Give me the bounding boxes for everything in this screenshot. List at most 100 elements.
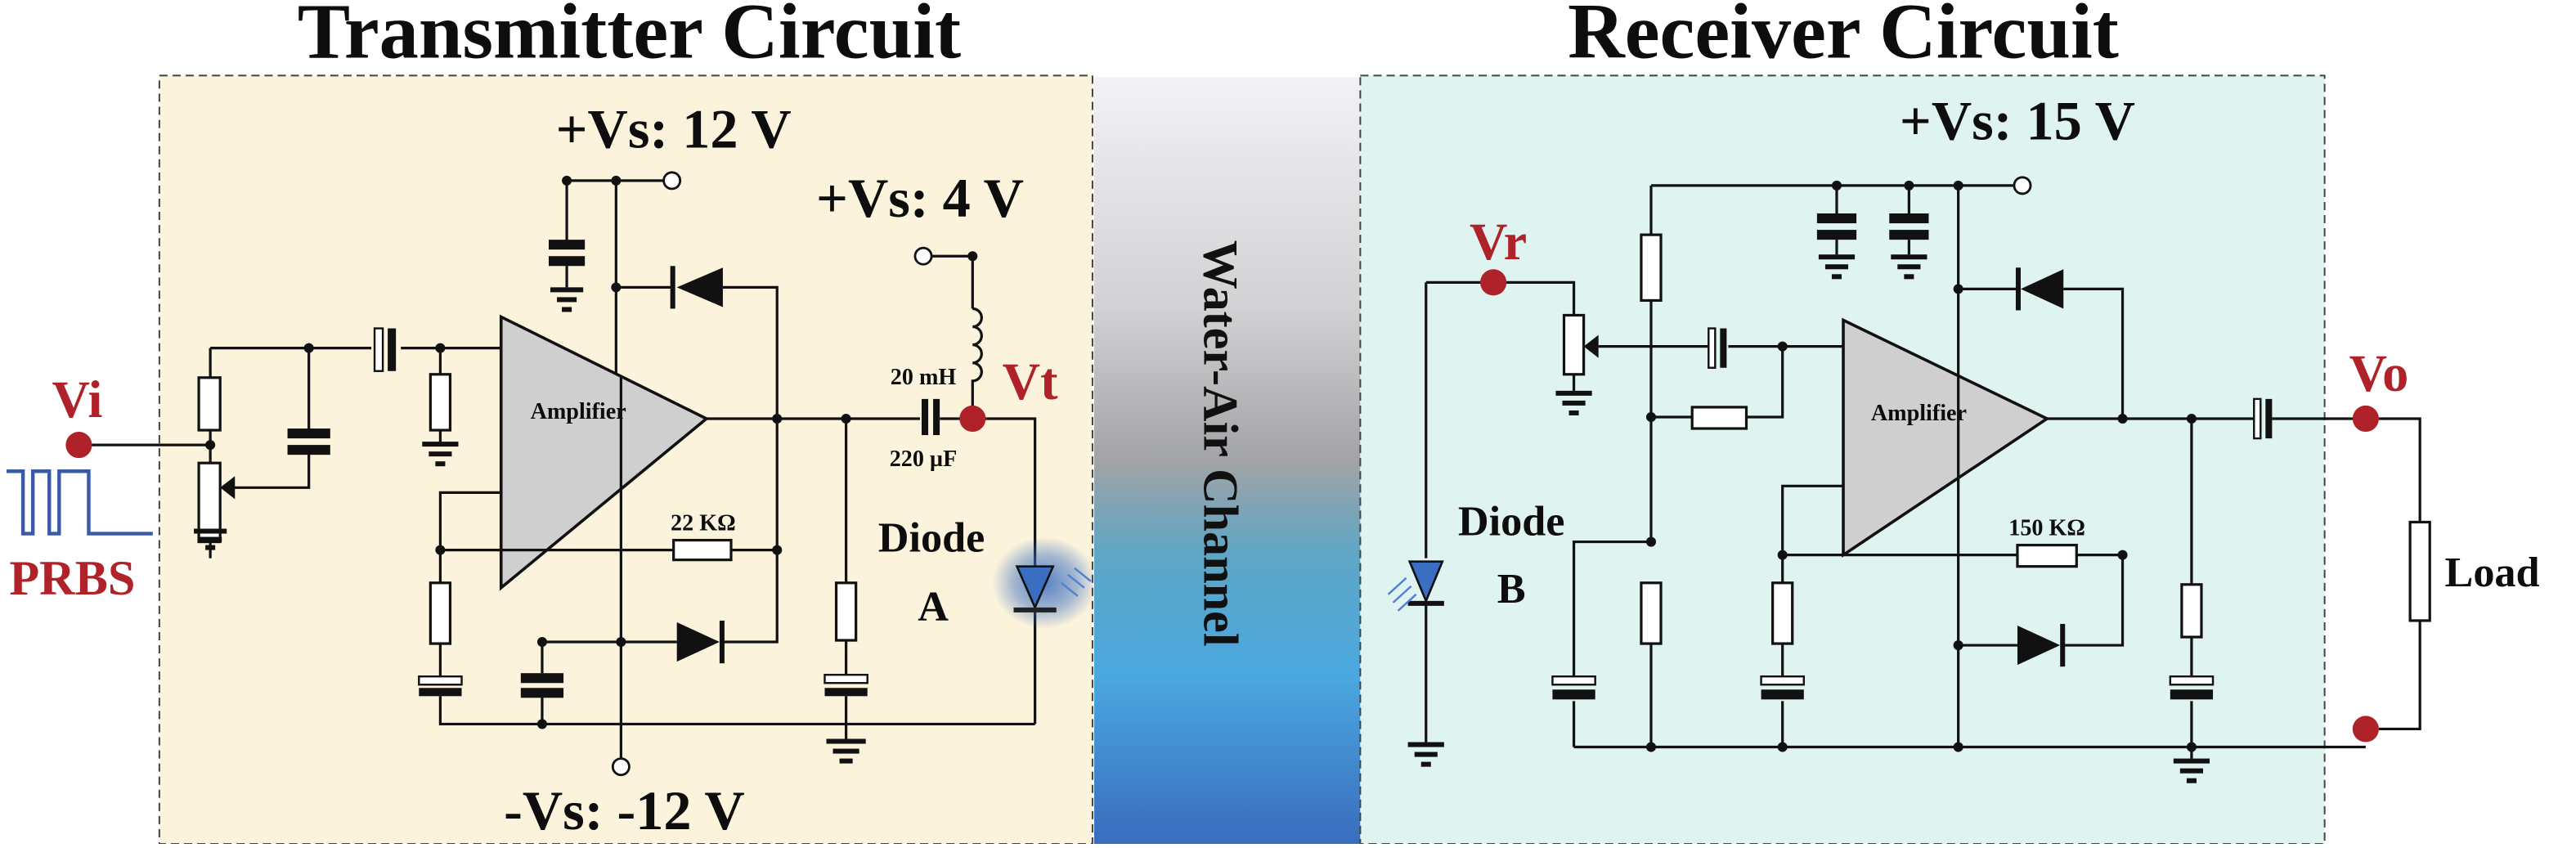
channel-label: Water-Air Channel bbox=[1193, 240, 1248, 647]
rx-filter-cap-plate bbox=[1552, 689, 1595, 700]
junction bbox=[1777, 341, 1788, 352]
ground-icon bbox=[826, 738, 866, 764]
tx-supply-led: +Vs: 4 V bbox=[816, 167, 1024, 229]
junction bbox=[772, 413, 783, 424]
tx-input-resistor bbox=[197, 376, 222, 432]
rx-amplifier-label: Amplifier bbox=[1871, 401, 1967, 426]
vr-node bbox=[1480, 269, 1507, 296]
ground-icon bbox=[194, 528, 227, 550]
ground-icon bbox=[422, 442, 459, 467]
wiper-arrow-icon bbox=[1583, 334, 1599, 358]
diode-a-letter: A bbox=[918, 583, 949, 630]
rx-decoupling-cap bbox=[1889, 230, 1929, 240]
tx-bias-resistor bbox=[429, 373, 452, 432]
tx-gain-cap-plate bbox=[418, 675, 463, 686]
ground-icon bbox=[1818, 254, 1856, 280]
wire bbox=[2378, 417, 2421, 731]
junction bbox=[2117, 413, 2128, 424]
wire bbox=[438, 491, 501, 677]
ground-icon bbox=[1407, 742, 1444, 767]
ground-icon bbox=[1891, 254, 1928, 280]
junction bbox=[1777, 742, 1788, 752]
rx-gain-cap-plate bbox=[1761, 689, 1804, 700]
wire bbox=[1650, 348, 1784, 419]
tx-decoupling-cap bbox=[548, 240, 586, 250]
rx-supply-positive: +Vs: 15 V bbox=[1900, 90, 2135, 152]
junction bbox=[536, 719, 547, 729]
rx-vplus-terminal bbox=[2013, 176, 2032, 195]
water-air-channel bbox=[1093, 77, 1361, 844]
junction bbox=[435, 545, 446, 555]
diode-a-led-icon bbox=[1015, 565, 1055, 611]
wire bbox=[1425, 280, 1576, 391]
tx-diode-top bbox=[676, 267, 723, 307]
output-cap-label: 220 µF bbox=[890, 446, 958, 472]
tx-bypass-cap bbox=[287, 445, 330, 455]
tx-amplifier bbox=[499, 314, 710, 591]
light-incident-icon bbox=[1387, 577, 1417, 612]
rx-output-resistor bbox=[2180, 583, 2203, 639]
ground-icon bbox=[550, 287, 584, 312]
light-emission-icon bbox=[1061, 567, 1092, 597]
receiver-title: Receiver Circuit bbox=[1568, 0, 2119, 74]
inductor-label: 20 mH bbox=[891, 365, 957, 390]
transmitter-title: Transmitter Circuit bbox=[298, 0, 961, 74]
vi-node bbox=[65, 432, 92, 459]
wire bbox=[1958, 287, 2125, 419]
ground-icon bbox=[2173, 758, 2210, 783]
tx-diode-bottom bbox=[676, 621, 720, 662]
load-label: Load bbox=[2444, 549, 2539, 596]
rx-diode-bottom bbox=[2017, 625, 2061, 666]
rx-diode-top bbox=[2020, 269, 2064, 309]
wire bbox=[541, 550, 779, 644]
tx-vplus-terminal bbox=[662, 171, 682, 191]
tx-input-cap-plate bbox=[388, 328, 397, 371]
rx-bias-resistor-bottom bbox=[1640, 581, 1663, 645]
junction bbox=[1953, 742, 1963, 752]
vi-label: Vi bbox=[52, 370, 102, 428]
diode-b-photodiode-icon bbox=[1407, 560, 1444, 604]
tx-supply-negative: -Vs: -12 V bbox=[504, 779, 745, 841]
diode-bar bbox=[2060, 623, 2066, 667]
wiper-arrow-icon bbox=[220, 476, 236, 500]
rx-input-cap-plate bbox=[1720, 328, 1727, 368]
rx-decoupling-cap bbox=[1889, 213, 1929, 224]
wire bbox=[1572, 540, 1651, 747]
wire bbox=[230, 348, 311, 489]
tx-vminus-cap bbox=[520, 688, 564, 698]
inductor-coil bbox=[971, 307, 983, 419]
tx-decoupling-cap bbox=[548, 256, 586, 267]
rx-output-shunt-cap-plate bbox=[2170, 689, 2214, 700]
rx-gain-cap-plate bbox=[1760, 675, 1806, 686]
tx-snubber-resistor bbox=[834, 581, 858, 642]
tx-feedback-resistor-label: 22 KΩ bbox=[671, 511, 736, 536]
vr-label: Vr bbox=[1470, 213, 1527, 271]
vt-label: Vt bbox=[1003, 352, 1058, 411]
rx-potentiometer bbox=[1562, 313, 1586, 376]
vt-node bbox=[959, 405, 986, 433]
diode-bar bbox=[719, 620, 725, 664]
tx-snubber-cap-plate bbox=[824, 673, 868, 684]
rx-output-cap-plate bbox=[2265, 398, 2273, 439]
tx-output-cap bbox=[922, 398, 929, 436]
wire bbox=[616, 285, 779, 550]
wire bbox=[1835, 185, 1910, 255]
rx-amplifier bbox=[1842, 317, 2050, 559]
tx-bypass-cap bbox=[287, 428, 330, 439]
diode-b-letter: B bbox=[1497, 565, 1526, 612]
diode-bar bbox=[670, 266, 675, 309]
junction bbox=[967, 251, 978, 262]
rx-input-resistor bbox=[1690, 406, 1748, 430]
tx-input-cap-plate bbox=[373, 327, 384, 372]
vo-label: Vo bbox=[2349, 344, 2409, 402]
rx-feedback-resistor-label: 150 KΩ bbox=[2008, 516, 2085, 541]
tx-ground-rail bbox=[438, 696, 1035, 726]
tx-led-supply-terminal bbox=[913, 246, 933, 266]
receiver-circuit: +Vs: 15 V Vr bbox=[1387, 90, 2540, 783]
tx-vminus-terminal bbox=[611, 757, 631, 777]
junction bbox=[1645, 742, 1656, 752]
wire bbox=[1958, 554, 2125, 647]
prbs-waveform-icon bbox=[7, 469, 153, 536]
